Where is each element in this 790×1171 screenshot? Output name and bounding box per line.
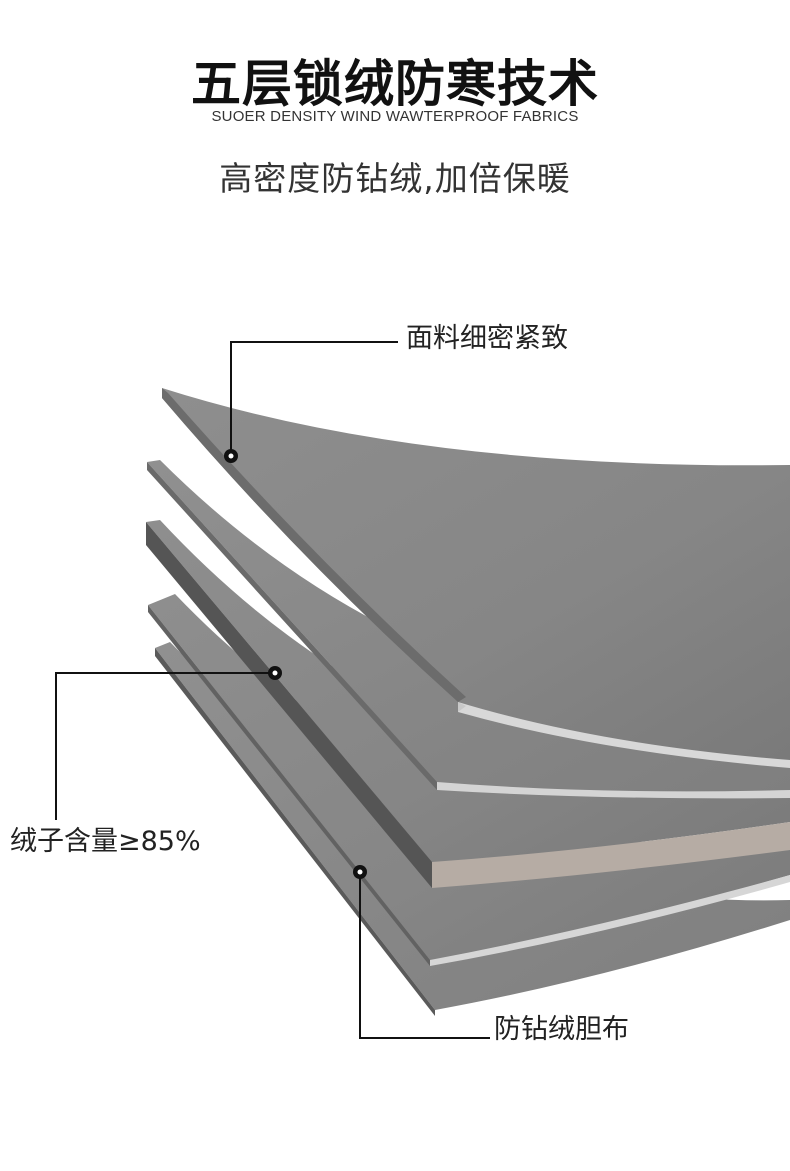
callout-label-lining: 防钻绒胆布: [494, 1014, 629, 1045]
leader-line-top: [224, 341, 398, 463]
layer-3-down: [146, 520, 790, 888]
english-subtitle: SUOER DENSITY WIND WAWTERPROOF FABRICS: [211, 108, 579, 125]
page-title: 五层锁绒防寒技术: [191, 55, 599, 113]
leader-line-bottom: [353, 865, 490, 1039]
tagline: 高密度防钻绒,加倍保暖: [219, 159, 571, 198]
layer-1-outer-fabric: [162, 388, 790, 768]
callout-label-down-content: 绒子含量≥85%: [10, 826, 201, 857]
leader-line-left: [55, 666, 282, 820]
callout-label-outer-fabric: 面料细密紧致: [406, 323, 568, 354]
